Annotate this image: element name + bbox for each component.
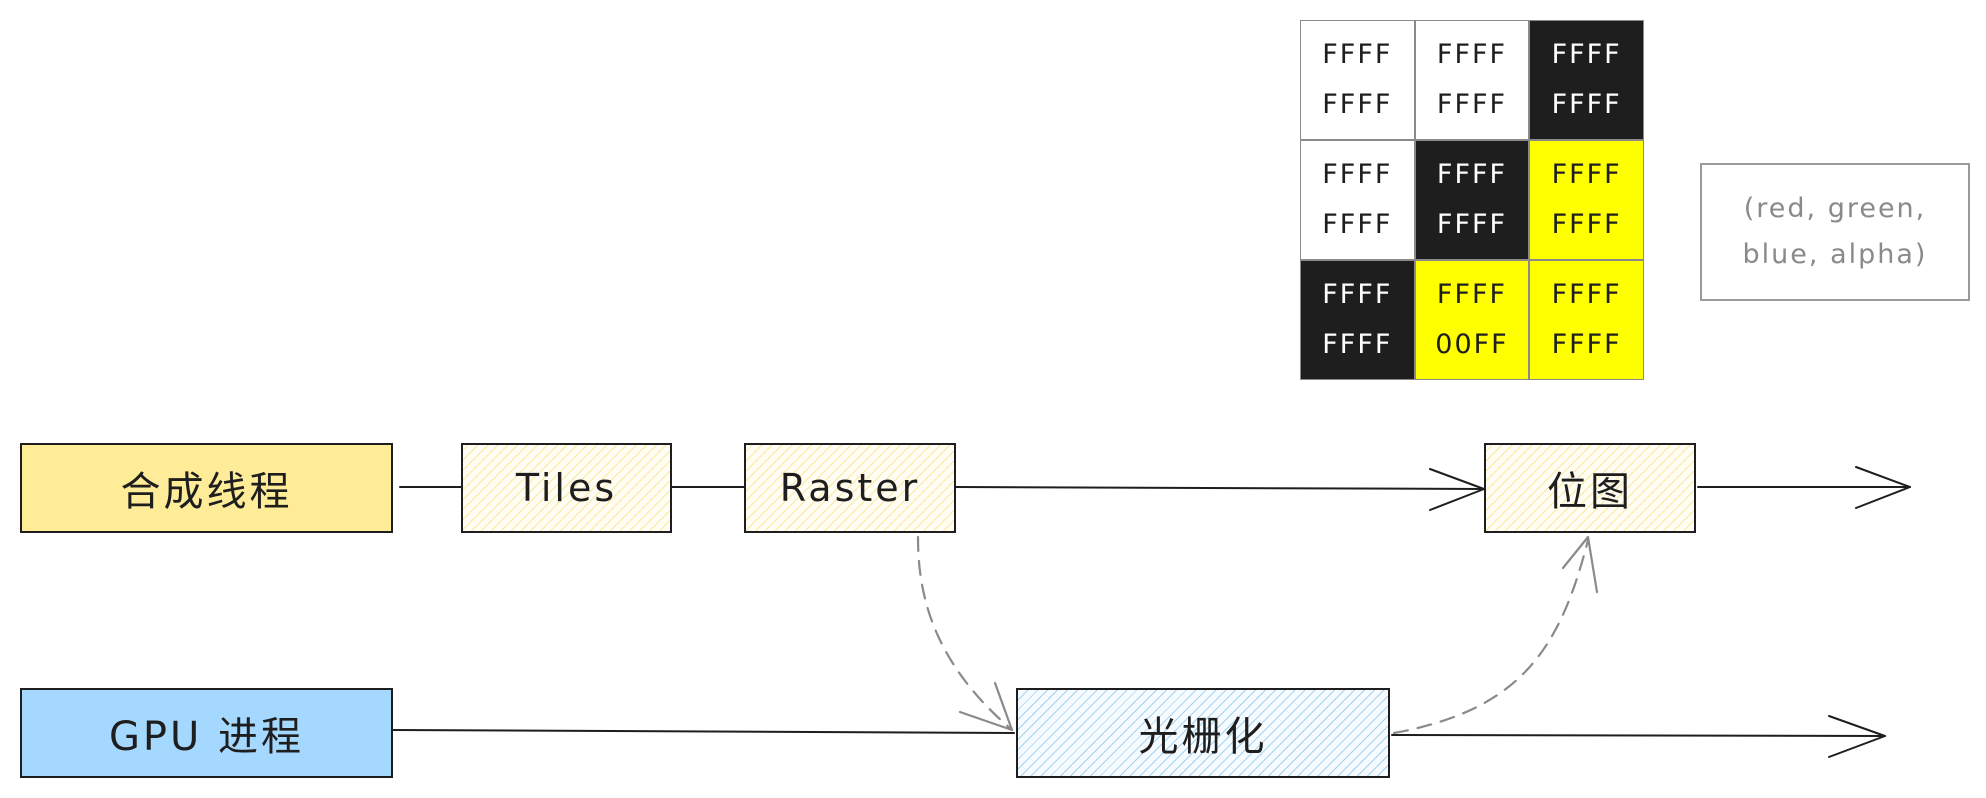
pixel-cell-top: FFFF	[1322, 159, 1393, 190]
pixel-cell: FFFF FFFF	[1300, 20, 1415, 140]
raster-node: Raster	[744, 443, 956, 533]
pixel-cell-bottom: 00FF	[1435, 329, 1509, 360]
pixel-cell-bottom: FFFF	[1551, 329, 1622, 360]
gpu-process-node: GPU 进程	[20, 688, 393, 778]
dashed-arrow-rasterization-to-bitmap	[1392, 538, 1590, 735]
arrowhead-rasterization-out	[1828, 715, 1886, 758]
pixel-cell: FFFF FFFF	[1529, 140, 1644, 260]
tiles-label: Tiles	[515, 466, 618, 510]
rgba-note: (red, green, blue, alpha)	[1700, 163, 1970, 301]
pixel-cell-bottom: FFFF	[1551, 89, 1622, 120]
bitmap-label: 位图	[1547, 469, 1633, 515]
arrowhead-bitmap-out	[1855, 466, 1911, 509]
rgba-note-line2: blue, alpha)	[1742, 239, 1928, 270]
rasterization-node: 光栅化	[1016, 688, 1390, 778]
pixel-cell: FFFF FFFF	[1414, 140, 1530, 260]
arrowhead-rasterization-in	[958, 681, 1014, 732]
pixel-cell: FFFF 00FF	[1414, 260, 1530, 380]
composite-thread-label: 合成线程	[120, 469, 293, 515]
pixel-cell-top: FFFF	[1551, 279, 1622, 310]
pixel-cell-top: FFFF	[1436, 159, 1508, 190]
arrow-raster-to-bitmap	[955, 486, 1485, 490]
pixel-cell-bottom: FFFF	[1322, 209, 1393, 240]
arrow-gpu-to-rasterization	[392, 729, 1015, 734]
pixel-cell-top: FFFF	[1322, 279, 1393, 310]
rgba-note-line1: (red, green,	[1743, 193, 1927, 224]
pixel-cell-top: FFFF	[1436, 279, 1508, 310]
pixel-cell: FFFF FFFF	[1300, 140, 1415, 260]
dashed-arrow-raster-to-rasterization	[916, 535, 1014, 732]
bitmap-node: 位图	[1484, 443, 1696, 533]
raster-label: Raster	[779, 466, 921, 510]
pixel-cell-bottom: FFFF	[1551, 209, 1622, 240]
rasterization-label: 光栅化	[1138, 714, 1268, 760]
arrow-rasterization-out	[1391, 734, 1886, 737]
pixel-cell-bottom: FFFF	[1436, 209, 1508, 240]
pixel-grid: FFFF FFFF FFFF FFFF FFFF FFFF FFFF FFFF …	[1300, 20, 1644, 380]
tiles-node: Tiles	[461, 443, 672, 533]
composite-thread-node: 合成线程	[20, 443, 393, 533]
pixel-cell: FFFF FFFF	[1529, 260, 1644, 380]
pixel-cell-top: FFFF	[1436, 39, 1508, 70]
pixel-cell-top: FFFF	[1551, 159, 1622, 190]
pixel-cell-top: FFFF	[1322, 39, 1393, 70]
pixel-cell-top: FFFF	[1551, 39, 1622, 70]
pixel-cell: FFFF FFFF	[1529, 20, 1644, 140]
pixel-cell: FFFF FFFF	[1300, 260, 1415, 380]
pixel-cell: FFFF FFFF	[1414, 20, 1530, 140]
gpu-process-label: GPU 进程	[108, 714, 305, 760]
pixel-cell-bottom: FFFF	[1322, 89, 1393, 120]
pixel-cell-bottom: FFFF	[1322, 329, 1393, 360]
arrowhead-bitmap-in	[1561, 535, 1599, 594]
pixel-cell-bottom: FFFF	[1436, 89, 1508, 120]
